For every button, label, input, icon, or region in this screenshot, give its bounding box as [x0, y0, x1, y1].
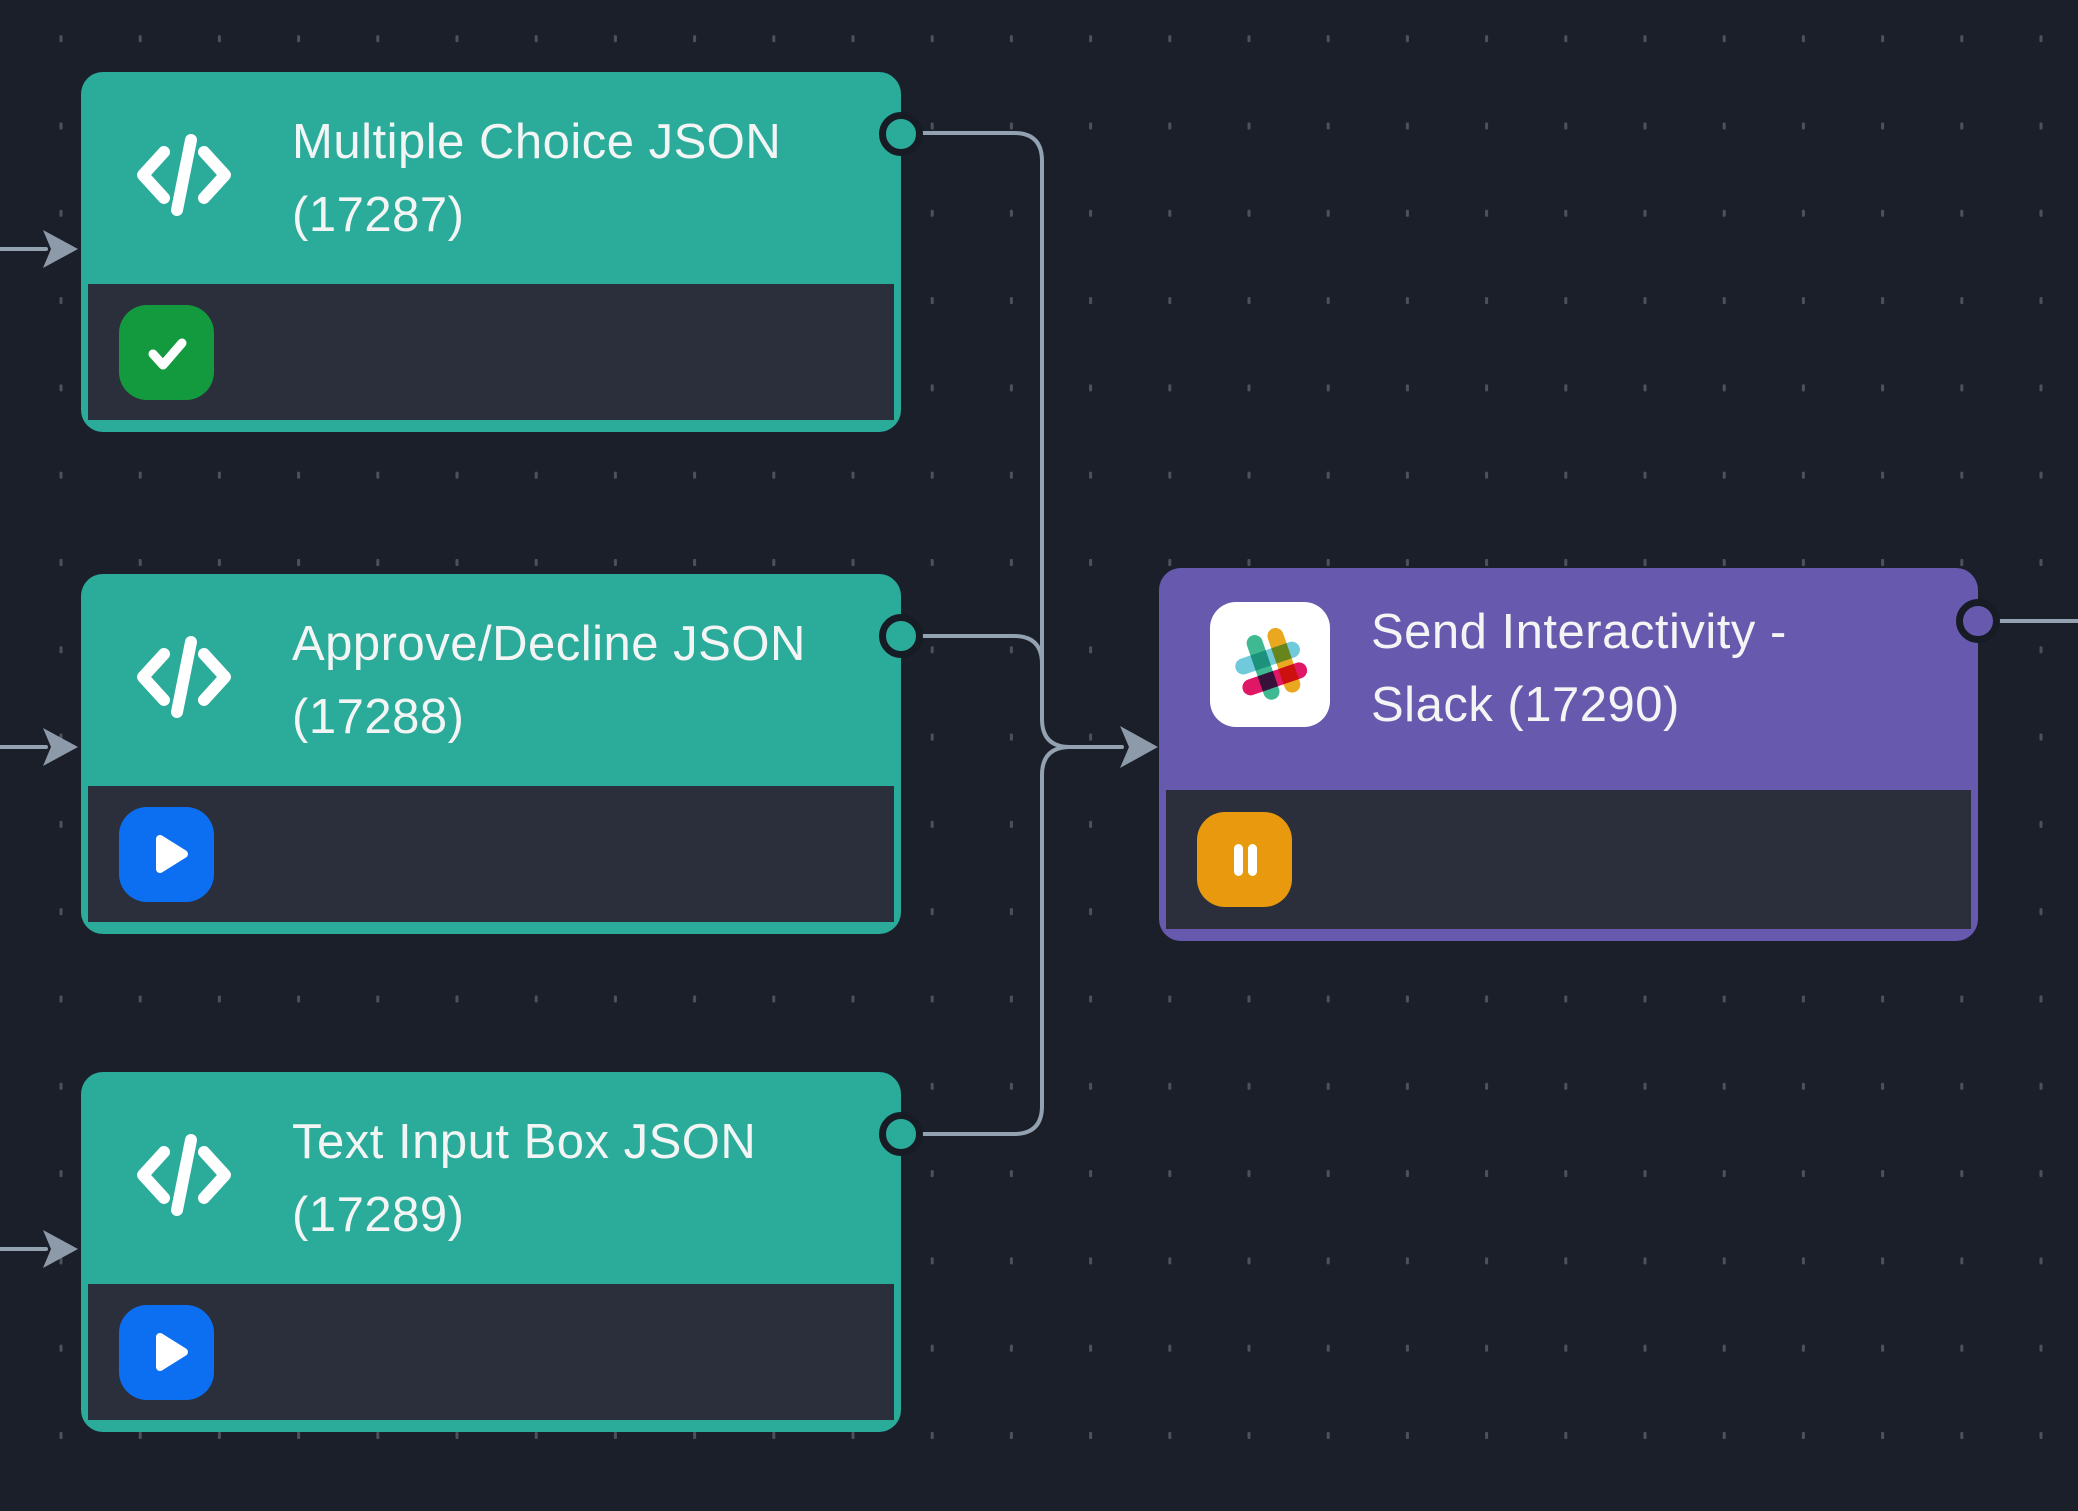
code-icon — [137, 636, 231, 718]
node-status-bar — [88, 786, 894, 922]
node-title: Multiple Choice JSON (17287) — [292, 115, 782, 242]
status-run-button[interactable] — [119, 1304, 214, 1400]
node-title: Text Input Box JSON (17289) — [292, 1115, 757, 1242]
node-send-interactivity-slack[interactable]: Send Interactivity - Slack (17290) — [1159, 568, 2000, 941]
node-status-bar — [1166, 790, 1971, 929]
status-success-button[interactable] — [119, 304, 214, 400]
node-status-bar — [88, 284, 894, 420]
output-port[interactable] — [879, 112, 923, 156]
node-multiple-choice-json[interactable]: Multiple Choice JSON (17287) — [81, 72, 923, 432]
arrowhead-into-slack — [1120, 726, 1158, 768]
output-port[interactable] — [879, 1112, 923, 1156]
pause-icon — [1233, 843, 1257, 876]
play-icon — [155, 1333, 188, 1371]
node-approve-decline-json[interactable]: Approve/Decline JSON (17288) — [81, 574, 923, 934]
slack-app-badge — [1210, 602, 1330, 727]
arrowhead-input-node2 — [43, 728, 78, 766]
output-port[interactable] — [1956, 599, 2000, 643]
edge-node2-to-slack — [916, 634, 1044, 666]
status-paused-button[interactable] — [1197, 812, 1292, 907]
play-icon — [155, 835, 188, 873]
arrowhead-input-node1 — [43, 230, 78, 268]
code-icon — [137, 134, 231, 216]
node-text-input-box-json[interactable]: Text Input Box JSON (17289) — [81, 1072, 923, 1432]
node-title: Approve/Decline JSON (17288) — [292, 617, 806, 744]
edge-node1-to-slack — [916, 131, 1124, 749]
slack-icon — [1235, 627, 1308, 700]
status-run-button[interactable] — [119, 806, 214, 902]
code-icon — [137, 1134, 231, 1216]
output-port[interactable] — [879, 614, 923, 658]
node-status-bar — [88, 1284, 894, 1420]
edge-node3-to-slack — [916, 745, 1072, 1136]
node-title: Send Interactivity - Slack (17290) — [1371, 605, 1787, 732]
check-icon — [148, 338, 186, 370]
arrowhead-input-node3 — [43, 1230, 78, 1268]
